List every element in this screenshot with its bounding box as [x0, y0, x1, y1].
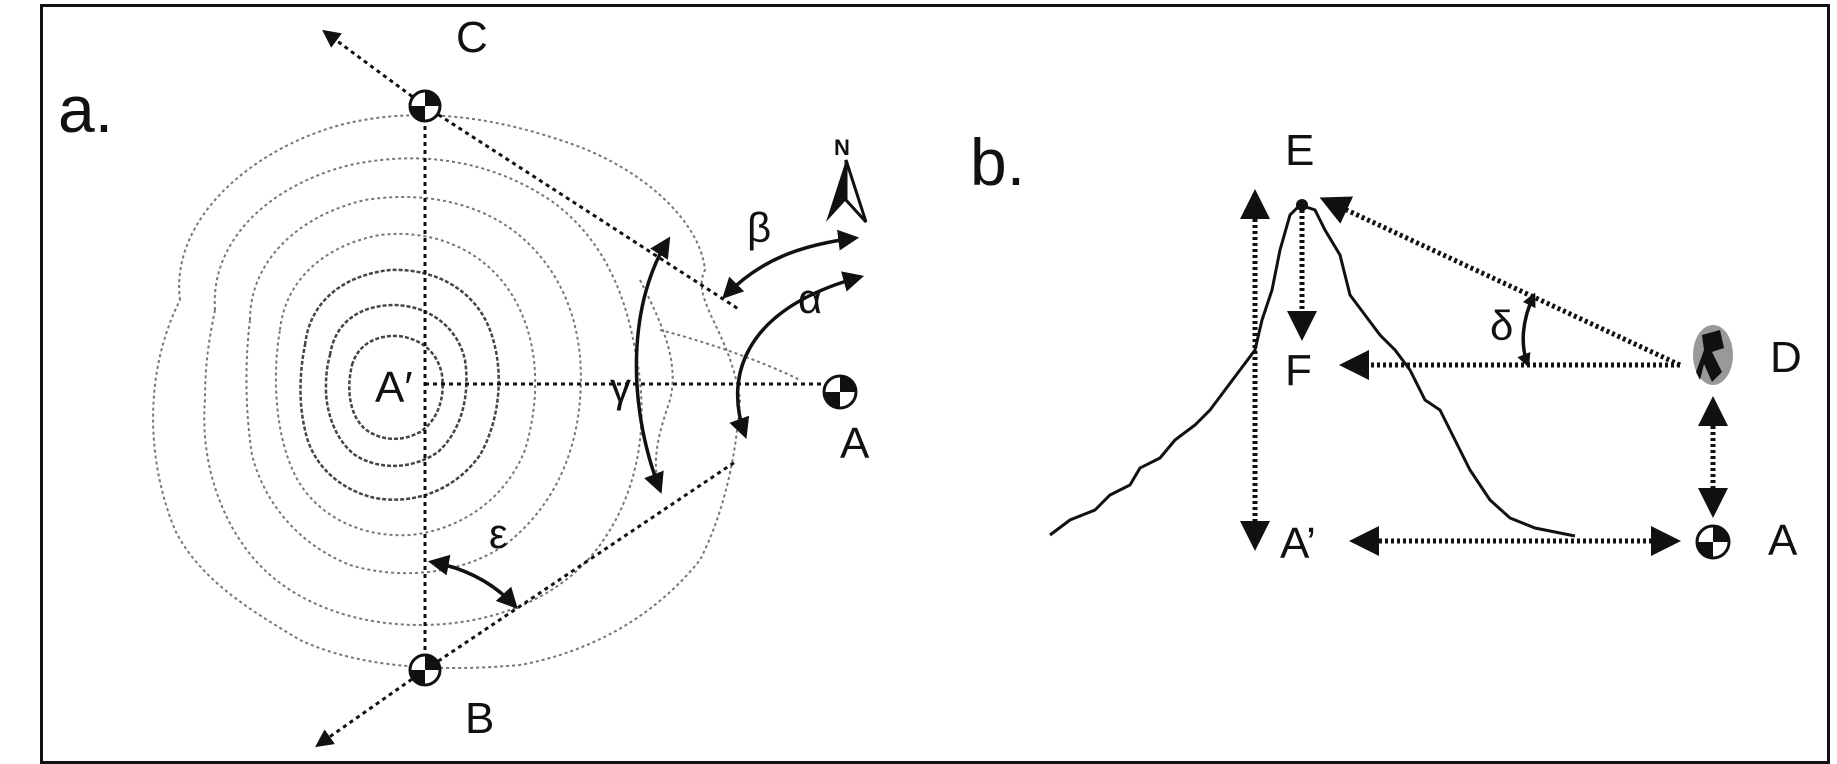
point-a-label: A — [1768, 516, 1798, 565]
angle-gamma-arc — [634, 236, 671, 494]
point-c-label: C — [456, 13, 488, 62]
contour-line-5 — [299, 268, 500, 501]
point-d-label: D — [1770, 333, 1802, 382]
line-c-extension — [322, 29, 426, 108]
angle-delta-label: δ — [1490, 302, 1513, 349]
contour-line-7 — [348, 334, 444, 440]
angle-alpha-arc — [729, 271, 865, 439]
contour-line-1 — [152, 114, 742, 669]
contour-line-6 — [324, 303, 468, 468]
point-e-label: E — [1285, 126, 1314, 175]
point-aprime-label: A′ — [375, 363, 413, 412]
point-f-label: F — [1285, 346, 1312, 395]
line-b-extension — [315, 668, 426, 748]
figure-frame — [40, 4, 1830, 764]
survey-station-icon — [408, 653, 442, 687]
angle-alpha-label: α — [798, 275, 822, 322]
line-c-tangent — [424, 104, 741, 312]
point-a-label: A — [840, 419, 870, 468]
contour-spur-east-2 — [659, 329, 801, 381]
contour-line-2 — [203, 157, 643, 627]
summit-marker — [1296, 199, 1308, 211]
angle-epsilon-arc — [427, 554, 518, 610]
contour-line-3 — [245, 196, 582, 575]
angle-delta-arc — [1517, 292, 1536, 368]
sightline-d-e — [1319, 196, 1682, 368]
panel-b: b. δ E F D A A’ — [970, 125, 1802, 568]
survey-station-icon — [822, 374, 858, 410]
point-aprime-label: A’ — [1280, 519, 1316, 568]
survey-station-icon — [1695, 524, 1731, 560]
angle-gamma-label: γ — [610, 364, 631, 411]
line-b-tangent — [424, 460, 736, 672]
panel-a: a. — [58, 13, 870, 748]
survey-station-icon — [408, 89, 442, 123]
point-b-label: B — [465, 694, 494, 743]
north-arrow-icon: N — [826, 135, 868, 224]
panel-b-label: b. — [970, 125, 1025, 199]
contour-map — [152, 114, 801, 669]
angle-beta-label: β — [747, 204, 771, 251]
terrain-profile — [1049, 203, 1576, 538]
angle-epsilon-label: ε — [489, 510, 508, 557]
angle-beta-arc — [722, 229, 860, 300]
panel-a-label: a. — [58, 72, 113, 146]
svg-text:N: N — [834, 135, 850, 160]
observer-icon — [1693, 325, 1733, 385]
